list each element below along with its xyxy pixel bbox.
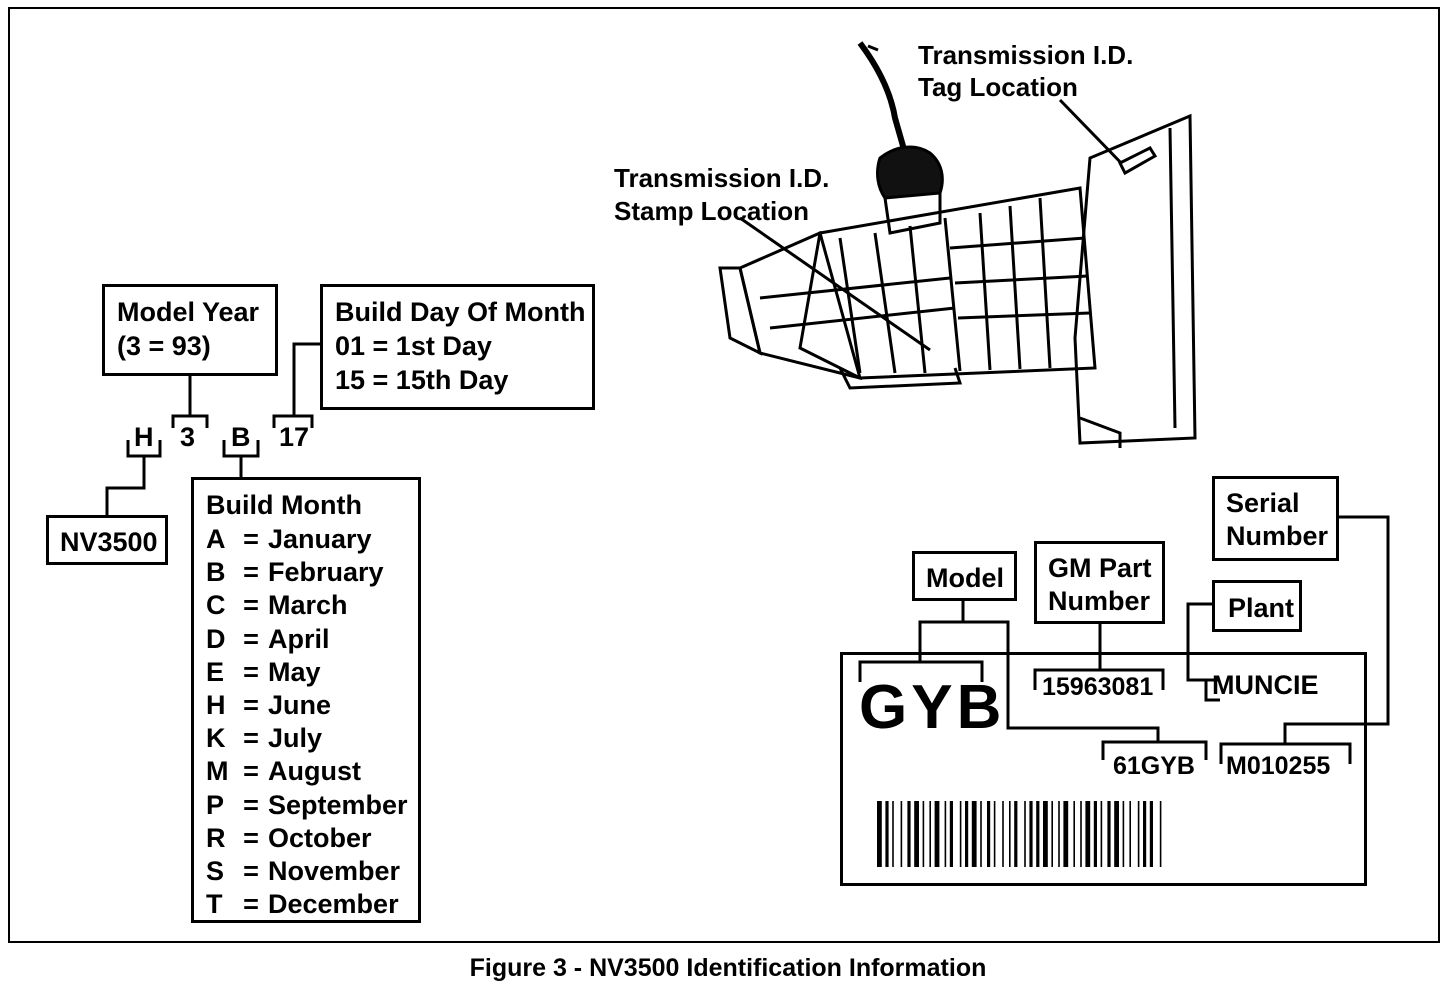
build-month-item: M = August bbox=[206, 758, 361, 785]
serial-label-box: Serial Number bbox=[1212, 476, 1339, 561]
serial-label-line1: Serial bbox=[1226, 488, 1300, 518]
build-month-item: P = September bbox=[206, 789, 408, 820]
build-month-code: D bbox=[206, 623, 226, 654]
build-month-equals: = bbox=[243, 889, 259, 920]
nv3500-label: NV3500 bbox=[60, 527, 158, 557]
build-month-item: C = March bbox=[206, 592, 348, 619]
build-month-title: Build Month bbox=[206, 490, 362, 520]
build-month-equals: = bbox=[243, 856, 259, 886]
tag-serial: M010255 bbox=[1226, 752, 1331, 780]
model-year-example: (3 = 93) bbox=[117, 331, 211, 361]
build-month-name: December bbox=[268, 889, 399, 920]
stamp-location-callout-line2: Stamp Location bbox=[614, 196, 810, 226]
plant-label-box: Plant bbox=[1212, 580, 1302, 632]
build-day-example-1: 01 = 1st Day bbox=[335, 331, 492, 361]
code-model-segment: H bbox=[134, 422, 154, 452]
build-month-name: August bbox=[268, 756, 361, 787]
build-month-equals: = bbox=[243, 756, 259, 787]
serial-label-line2: Number bbox=[1226, 521, 1329, 551]
build-month-name: May bbox=[268, 656, 321, 687]
tag-location-callout-line1: Transmission I.D. bbox=[918, 40, 1134, 70]
build-month-code: T bbox=[206, 889, 223, 920]
model-year-box: Model Year (3 = 93) bbox=[102, 284, 278, 376]
model-label-box: Model bbox=[912, 551, 1017, 601]
build-month-item: A = January bbox=[206, 526, 372, 553]
model-year-title: Model Year bbox=[117, 297, 260, 327]
build-month-code: K bbox=[206, 723, 226, 754]
build-month-item: E = May bbox=[206, 656, 321, 687]
code-day-segment: 17 bbox=[279, 422, 310, 452]
build-month-code: R bbox=[206, 822, 226, 853]
build-month-name: September bbox=[268, 789, 408, 820]
build-day-box: Build Day Of Month 01 = 1st Day 15 = 15t… bbox=[320, 284, 595, 410]
build-month-equals: = bbox=[243, 789, 259, 820]
id-tag: GYB 15963081 MUNCIE 61GYB M010255 bbox=[840, 652, 1367, 886]
build-month-name: October bbox=[268, 822, 372, 853]
gm-part-label-line2: Number bbox=[1048, 586, 1151, 616]
transmission-illustration bbox=[718, 41, 1197, 448]
tag-model-full: 61GYB bbox=[1113, 752, 1195, 780]
build-month-item: R = October bbox=[206, 822, 372, 853]
tag-plant: MUNCIE bbox=[1212, 670, 1319, 700]
build-month-item: S = November bbox=[206, 858, 400, 885]
build-month-code: E bbox=[206, 656, 225, 687]
build-month-equals: = bbox=[243, 723, 259, 754]
build-month-name: July bbox=[268, 723, 323, 754]
build-month-name: June bbox=[268, 690, 332, 720]
build-day-example-2: 15 = 15th Day bbox=[335, 365, 509, 395]
figure-caption: Figure 3 - NV3500 Identification Informa… bbox=[469, 954, 987, 982]
stamp-location-callout-line1: Transmission I.D. bbox=[614, 163, 830, 193]
build-day-title: Build Day Of Month bbox=[335, 297, 586, 327]
model-label: Model bbox=[926, 563, 1004, 593]
code-year-segment: 3 bbox=[180, 422, 196, 452]
build-month-code: B bbox=[206, 557, 226, 588]
build-month-item: B = February bbox=[206, 559, 384, 586]
build-month-name: April bbox=[268, 623, 330, 654]
figure-frame bbox=[8, 7, 1440, 943]
tag-part-number: 15963081 bbox=[1042, 673, 1154, 701]
build-month-code: A bbox=[206, 524, 226, 554]
build-month-code: H bbox=[206, 690, 226, 720]
build-month-item: D = April bbox=[206, 623, 330, 654]
build-month-code: C bbox=[206, 590, 226, 621]
build-month-name: February bbox=[268, 557, 384, 588]
code-month-segment: B bbox=[231, 422, 251, 452]
barcode-icon bbox=[877, 801, 1162, 867]
gm-part-label-line1: GM Part bbox=[1048, 553, 1152, 583]
build-month-equals: = bbox=[243, 557, 259, 588]
nv3500-box: NV3500 bbox=[46, 515, 168, 565]
tag-location-callout-line2: Tag Location bbox=[918, 72, 1078, 102]
build-month-code: S bbox=[206, 856, 225, 886]
build-month-item: T = December bbox=[206, 891, 399, 918]
plant-label: Plant bbox=[1228, 593, 1295, 623]
gm-part-label-box: GM Part Number bbox=[1034, 541, 1165, 624]
tag-model-code: GYB bbox=[859, 673, 1006, 742]
build-month-item: H = June bbox=[206, 692, 331, 719]
build-month-equals: = bbox=[243, 822, 259, 853]
build-month-name: November bbox=[268, 856, 401, 886]
build-month-equals: = bbox=[243, 690, 259, 720]
build-month-name: March bbox=[268, 590, 348, 621]
build-month-code: P bbox=[206, 789, 225, 820]
build-month-equals: = bbox=[243, 623, 259, 654]
build-month-item: K = July bbox=[206, 725, 322, 752]
build-month-name: January bbox=[268, 524, 372, 554]
build-month-equals: = bbox=[243, 590, 259, 621]
build-month-equals: = bbox=[243, 656, 259, 687]
build-month-equals: = bbox=[243, 524, 259, 554]
build-month-code: M bbox=[206, 756, 229, 787]
